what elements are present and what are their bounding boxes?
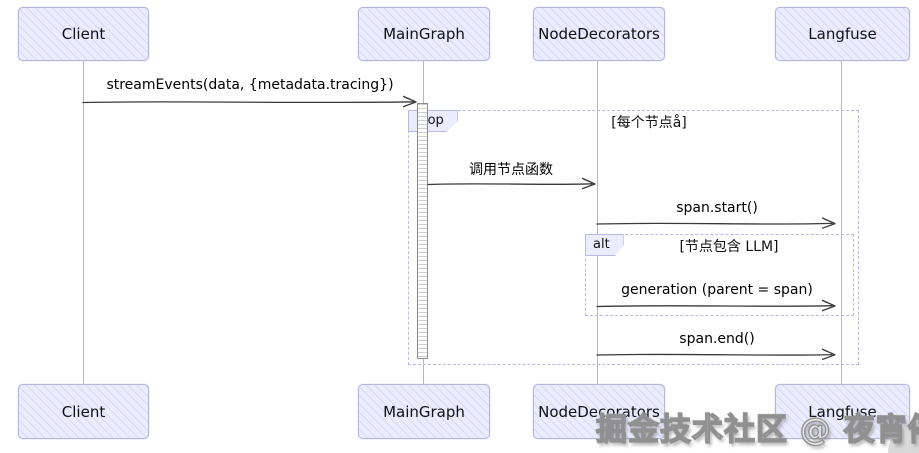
participant-bottom-maingraph: MainGraph xyxy=(358,384,490,439)
alt-frame-condition: [节点包含 LLM] xyxy=(679,239,779,255)
participant-label: MainGraph xyxy=(383,25,465,43)
participant-bottom-langfuse: Langfuse xyxy=(775,384,910,439)
participant-label: Client xyxy=(61,402,106,421)
participant-top-langfuse: Langfuse xyxy=(775,7,910,61)
participant-label: Langfuse xyxy=(808,402,877,421)
message-label-span-start: span.start() xyxy=(676,200,758,216)
participant-bottom-nodedecorators: NodeDecorators xyxy=(533,384,665,439)
arrow-streamevents xyxy=(82,95,417,108)
alt-frame xyxy=(585,234,854,316)
participant-label: Client xyxy=(61,25,106,43)
lifeline-client xyxy=(82,59,84,386)
watermark: 掘金技术社区 @ 夜宵停停 xyxy=(595,411,919,448)
message-label-generation: generation (parent = span) xyxy=(621,282,813,298)
arrow-call-node-fn xyxy=(427,177,596,190)
participant-label: NodeDecorators xyxy=(538,402,660,421)
participant-top-maingraph: MainGraph xyxy=(358,7,490,61)
alt-frame-label: alt xyxy=(585,234,624,256)
participant-top-nodedecorators: NodeDecorators xyxy=(533,7,665,61)
arrow-span-end xyxy=(596,348,836,361)
message-label-call-node-fn: 调用节点函数 xyxy=(469,162,553,178)
arrow-span-start xyxy=(596,217,836,229)
lifeline-nodedecorators xyxy=(596,59,598,386)
arrow-generation xyxy=(596,299,836,312)
message-label-streamevents: streamEvents(data, {metadata.tracing}) xyxy=(106,77,394,93)
loop-frame xyxy=(408,110,859,365)
participant-label: NodeDecorators xyxy=(538,25,660,43)
message-label-span-end: span.end() xyxy=(679,331,755,347)
participant-top-client: Client xyxy=(18,7,149,61)
participant-label: Langfuse xyxy=(808,25,877,43)
activation-bar-maingraph xyxy=(417,103,428,359)
lifeline-langfuse xyxy=(840,59,842,386)
loop-frame-condition: [每个节点å] xyxy=(611,115,687,131)
participant-bottom-client: Client xyxy=(18,384,149,439)
participant-label: MainGraph xyxy=(383,402,465,421)
